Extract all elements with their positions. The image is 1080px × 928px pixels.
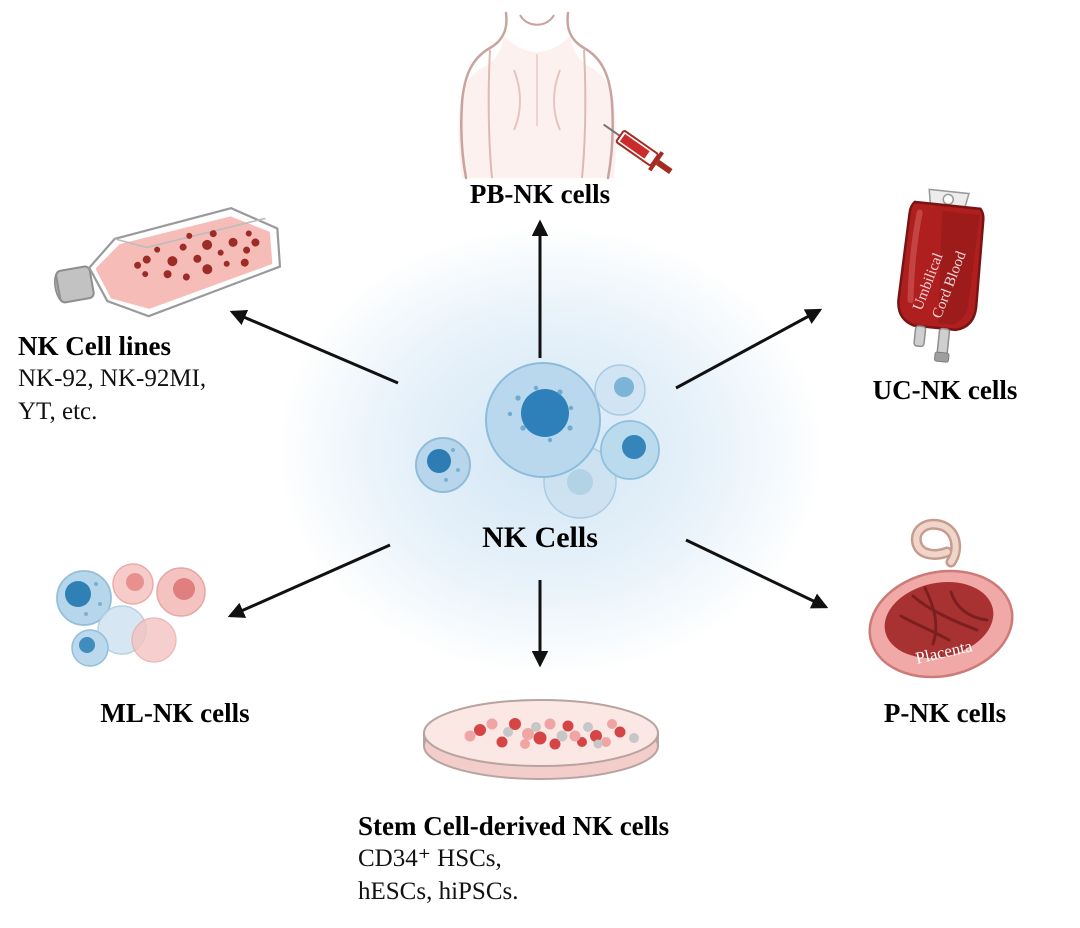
flask-cell-clumps xyxy=(134,230,260,281)
ml-nk-label: ML-NK cells xyxy=(100,698,250,728)
petri-dish-illustration xyxy=(423,699,659,780)
stem-cell-line3: hESCs, hiPSCs. xyxy=(358,878,519,906)
pb-nk-label: PB-NK cells xyxy=(469,179,611,209)
petri-dish-cells xyxy=(464,718,639,750)
culture-flask-icon xyxy=(53,207,282,318)
petri-dish-icon xyxy=(423,699,659,780)
center-nk-cells-label: NK Cells xyxy=(482,521,598,554)
p-nk-label: P-NK cells xyxy=(883,698,1007,728)
stem-cell-text-block: Stem Cell-derived NK cells CD34⁺ HSCs, h… xyxy=(358,810,778,908)
stem-cell-label: Stem Cell-derived NK cells xyxy=(358,811,670,841)
ml-nk-illustration xyxy=(56,563,206,667)
blood-bag-illustration: Umbilical Cord Blood xyxy=(897,188,985,363)
uc-nk-label: UC-NK cells xyxy=(872,375,1018,405)
placenta-illustration: Placenta xyxy=(868,518,1014,679)
blood-bag-icon: Umbilical Cord Blood xyxy=(897,188,985,363)
nk-cell-cluster-icon xyxy=(415,362,660,519)
syringe-icon xyxy=(603,123,673,175)
cell-lines-label: NK Cell lines xyxy=(18,331,171,361)
stem-cell-line2: CD34⁺ HSCs, xyxy=(358,845,502,873)
cell-lines-line3: YT, etc. xyxy=(18,398,98,426)
torso-icon xyxy=(458,11,616,180)
ml-nk-cells-icon xyxy=(56,563,206,667)
nk-cells-illustration xyxy=(415,362,660,519)
placenta-icon: Placenta xyxy=(868,518,1014,679)
cell-lines-line2: NK-92, NK-92MI, xyxy=(18,365,207,393)
torso-illustration xyxy=(458,11,673,180)
flask-illustration xyxy=(53,207,282,318)
cell-lines-text-block: NK Cell lines NK-92, NK-92MI, YT, etc. xyxy=(18,330,298,428)
